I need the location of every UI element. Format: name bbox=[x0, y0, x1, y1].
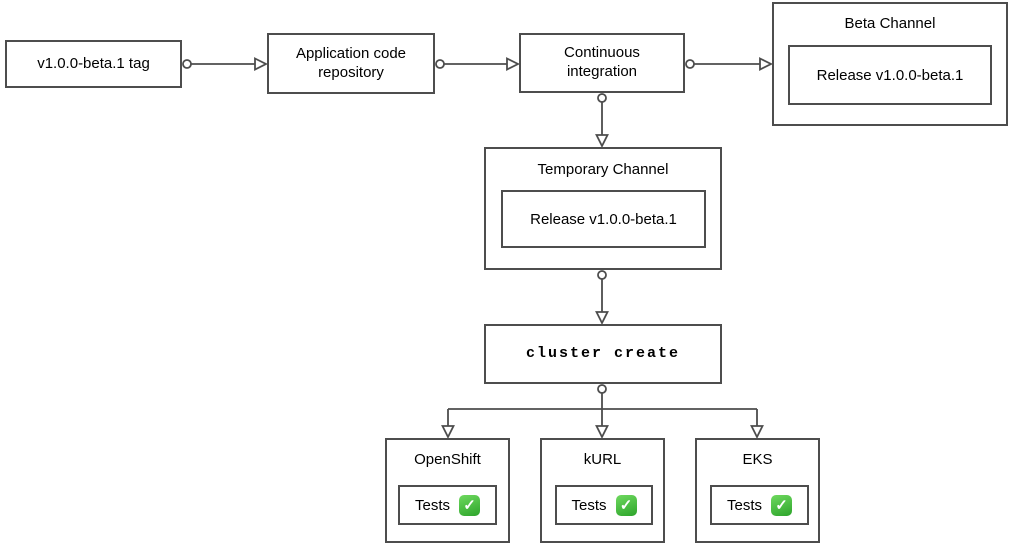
eks-tests-box: Tests ✓ bbox=[710, 485, 809, 525]
node-eks: EKS Tests ✓ bbox=[695, 438, 820, 543]
node-cluster-create: cluster create bbox=[484, 324, 722, 384]
check-icon: ✓ bbox=[615, 494, 637, 516]
eks-title: EKS bbox=[742, 451, 773, 468]
node-continuous-integration: Continuous integration bbox=[519, 33, 685, 93]
node-temporary-channel: Temporary Channel Release v1.0.0-beta.1 bbox=[484, 147, 722, 270]
node-beta-channel: Beta Channel Release v1.0.0-beta.1 bbox=[772, 2, 1008, 126]
temporary-channel-release-box: Release v1.0.0-beta.1 bbox=[501, 190, 706, 248]
beta-channel-title: Beta Channel bbox=[844, 15, 936, 32]
check-icon: ✓ bbox=[771, 494, 792, 516]
beta-channel-release-box: Release v1.0.0-beta.1 bbox=[788, 45, 992, 105]
temporary-channel-release-label: Release v1.0.0-beta.1 bbox=[530, 210, 677, 228]
node-kurl: kURL Tests ✓ bbox=[540, 438, 665, 543]
kurl-tests-label: Tests bbox=[571, 496, 607, 514]
check-icon: ✓ bbox=[459, 494, 480, 516]
eks-tests-label: Tests bbox=[726, 496, 762, 514]
openshift-tests-box: Tests ✓ bbox=[398, 485, 497, 525]
temporary-channel-title: Temporary Channel bbox=[537, 161, 669, 178]
node-openshift: OpenShift Tests ✓ bbox=[385, 438, 510, 543]
kurl-title: kURL bbox=[583, 451, 622, 468]
node-app-code-repository-label: Application code repository bbox=[295, 44, 407, 81]
openshift-title: OpenShift bbox=[414, 451, 481, 468]
node-app-code-repository: Application code repository bbox=[267, 33, 435, 94]
node-version-tag: v1.0.0-beta.1 tag bbox=[5, 40, 182, 88]
openshift-tests-label: Tests bbox=[414, 496, 450, 514]
cluster-create-label: cluster create bbox=[525, 344, 681, 362]
kurl-tests-box: Tests ✓ bbox=[555, 485, 653, 525]
node-continuous-integration-label: Continuous integration bbox=[564, 44, 640, 80]
node-version-tag-label: v1.0.0-beta.1 tag bbox=[37, 54, 150, 72]
beta-channel-release-label: Release v1.0.0-beta.1 bbox=[816, 66, 964, 84]
